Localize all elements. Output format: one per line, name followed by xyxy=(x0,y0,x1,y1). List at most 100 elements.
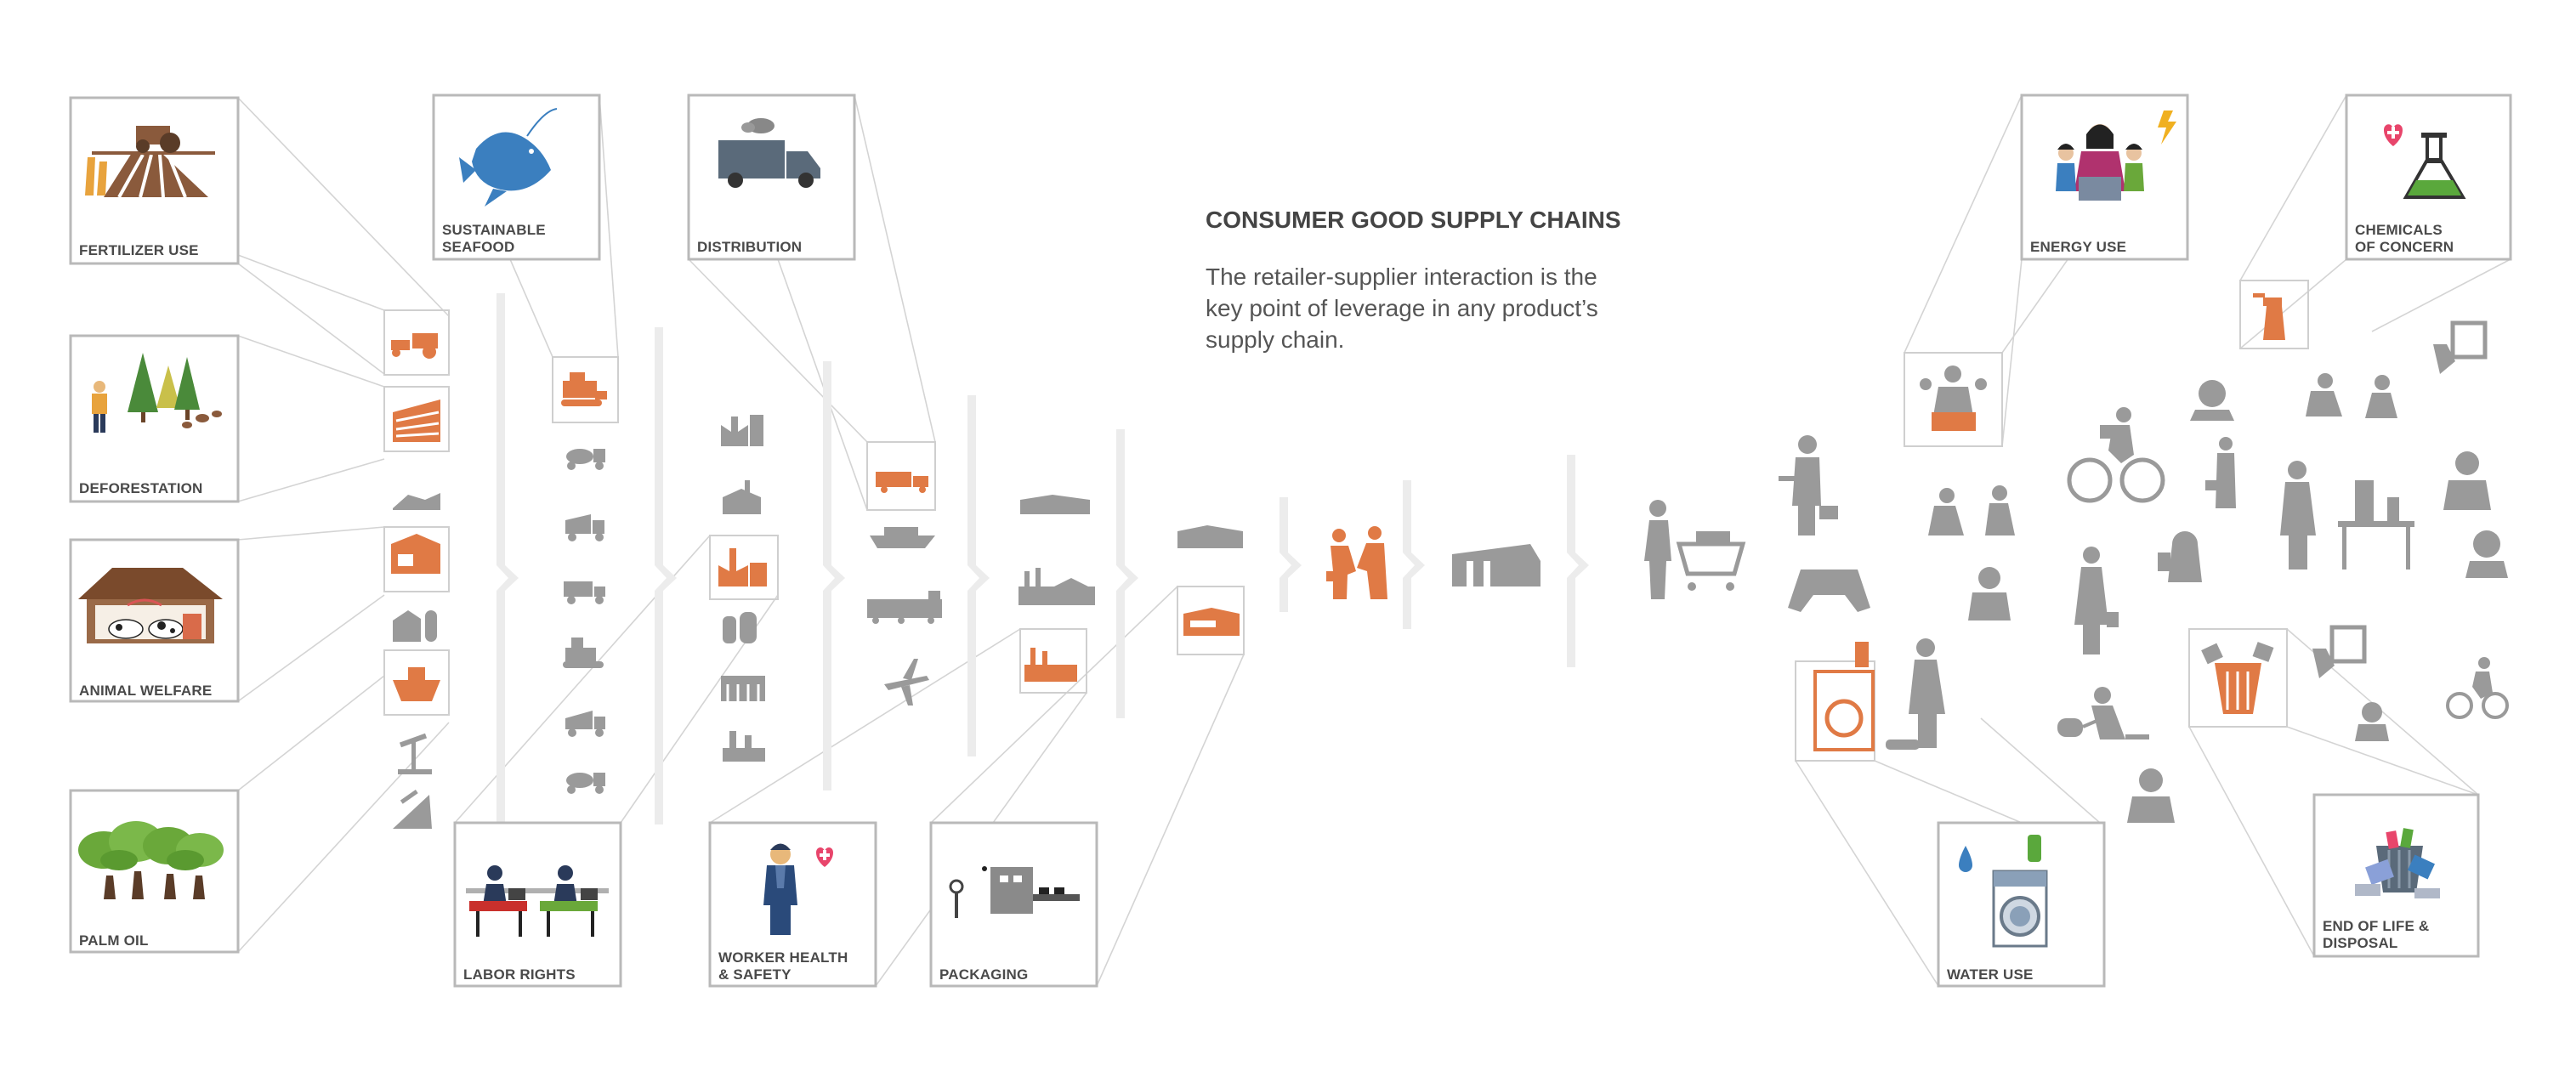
cyclist-icon xyxy=(2067,407,2165,503)
reader-icon-1 xyxy=(1968,567,2011,620)
end-of-life-label-1: END OF LIFE & xyxy=(2323,918,2429,934)
energy-use-label: ENERGY USE xyxy=(2030,239,2126,255)
plant-icon-1 xyxy=(723,480,761,514)
truck-icon-1 xyxy=(564,581,605,604)
transport-column xyxy=(867,472,942,706)
palm-trees-icon xyxy=(78,821,224,899)
factory-icon-1 xyxy=(721,415,763,446)
dump-truck-icon-2 xyxy=(565,711,605,737)
highlight-frames xyxy=(383,280,2309,762)
train-icon xyxy=(867,591,942,624)
bulldozer-icon xyxy=(561,372,607,406)
person-basket-icon xyxy=(1779,435,1838,536)
category-water-use: WATER USE xyxy=(1937,821,2106,988)
category-end-of-life: END OF LIFE & DISPOSAL xyxy=(2312,793,2480,958)
deforestation-label: DEFORESTATION xyxy=(79,480,203,496)
cement-truck-icon-2 xyxy=(566,773,605,794)
harvester-icon xyxy=(393,667,440,701)
family-laptop-icon xyxy=(1920,366,1987,431)
sustainable-seafood-label-1: SUSTAINABLE xyxy=(442,222,546,238)
worker-health-label-1: WORKER HEALTH xyxy=(718,949,848,966)
delivery-truck-icon xyxy=(718,118,820,188)
category-packaging: PACKAGING xyxy=(929,821,1098,988)
facility-icon-1 xyxy=(1020,495,1090,514)
child-face-icon-2 xyxy=(2465,530,2508,578)
fish-icon xyxy=(459,108,558,207)
factory-icon-orange xyxy=(718,548,767,586)
barn-icon xyxy=(393,493,440,510)
consumer-use-area xyxy=(1644,293,2509,823)
oil-pump-icon xyxy=(398,733,432,774)
washing-machine-icon xyxy=(1959,835,2048,948)
kids-playing-icon xyxy=(1928,485,2015,536)
flask-icon xyxy=(2384,124,2466,199)
girl-icon xyxy=(2158,531,2202,582)
shopper-cart-icon xyxy=(1644,500,1746,599)
child-face-icon-3 xyxy=(2355,702,2389,741)
animal-welfare-label: ANIMAL WELFARE xyxy=(79,683,212,699)
handshake-icon xyxy=(1326,526,1387,599)
reader-icon-2 xyxy=(2443,451,2491,510)
toddlers-icon xyxy=(2306,373,2397,418)
woman-icon-2 xyxy=(2280,461,2316,570)
category-animal-welfare: ANIMAL WELFARE xyxy=(69,538,240,703)
sustainable-seafood-label-2: SEAFOOD xyxy=(442,239,514,255)
category-palm-oil: PALM OIL xyxy=(69,789,240,954)
factory-column xyxy=(718,415,767,762)
equipment-column xyxy=(561,372,607,794)
farm-tractor-icon xyxy=(85,126,215,198)
category-sustainable-seafood: SUSTAINABLE SEAFOOD xyxy=(432,94,601,261)
chemicals-label-1: CHEMICALS xyxy=(2355,222,2443,238)
woman-icon-3 xyxy=(1886,638,1945,750)
warehouse-icon-2 xyxy=(1177,525,1243,548)
worker-icon xyxy=(763,843,833,935)
silo-icon xyxy=(393,610,437,642)
excavator-icon xyxy=(563,638,604,668)
field-icon xyxy=(393,400,440,442)
family-energy-icon xyxy=(2056,110,2176,201)
barn-cows-icon xyxy=(78,568,223,643)
chemicals-label-2: OF CONCERN xyxy=(2355,239,2454,255)
airplane-icon xyxy=(884,659,929,706)
woman-icon-1 xyxy=(2074,547,2119,654)
mining-icon xyxy=(393,790,432,829)
tablet-touch-icon-1 xyxy=(2433,320,2488,374)
warehouse-icon-1 xyxy=(721,676,765,701)
category-energy-use: ENERGY USE xyxy=(2020,94,2189,261)
subtitle-line-2: key point of leverage in any product’s xyxy=(1206,295,1598,321)
packaging-label: PACKAGING xyxy=(939,966,1028,983)
warehouse-icon-orange xyxy=(1183,608,1240,636)
trash-can-icon xyxy=(2355,828,2440,898)
animal-farm-icon xyxy=(391,534,440,574)
tractor-icon xyxy=(391,333,438,359)
ship-icon xyxy=(870,527,935,548)
labor-rights-label: LABOR RIGHTS xyxy=(463,966,576,983)
sewing-workers-icon xyxy=(466,865,609,937)
raw-materials-column xyxy=(391,333,440,829)
kitchen-desk-icon xyxy=(2338,480,2414,570)
distribution-label: DISTRIBUTION xyxy=(697,239,802,255)
tanks-icon xyxy=(723,612,757,643)
trash-bin-icon-orange xyxy=(2201,642,2274,714)
manufacturing-column xyxy=(1018,495,1095,682)
tablet-touch-icon-2 xyxy=(2312,625,2367,678)
category-labor-rights: LABOR RIGHTS xyxy=(453,821,622,988)
worker-health-label-2: & SAFETY xyxy=(718,966,792,983)
child-basket-icon xyxy=(2205,437,2236,508)
washing-machine-icon-orange xyxy=(1813,642,1875,751)
spray-bottle-icon-orange xyxy=(2253,293,2285,340)
forest-lumberjack-icon xyxy=(92,353,222,433)
refinery-icon xyxy=(723,731,765,762)
semi-truck-icon xyxy=(876,472,928,493)
end-of-life-label-2: DISPOSAL xyxy=(2323,935,2398,951)
factory-complex-icon xyxy=(1018,568,1095,605)
child-face-icon-1 xyxy=(2190,380,2234,421)
category-deforestation: DEFORESTATION xyxy=(69,334,240,503)
factory-icon-orange-2 xyxy=(1024,648,1077,682)
palm-oil-label: PALM OIL xyxy=(79,932,149,949)
subtitle-line-3: supply chain. xyxy=(1206,326,1344,353)
category-distribution: DISTRIBUTION xyxy=(687,94,856,261)
subtitle-line-1: The retailer-supplier interaction is the xyxy=(1206,264,1597,290)
stage-separators xyxy=(496,293,1589,824)
